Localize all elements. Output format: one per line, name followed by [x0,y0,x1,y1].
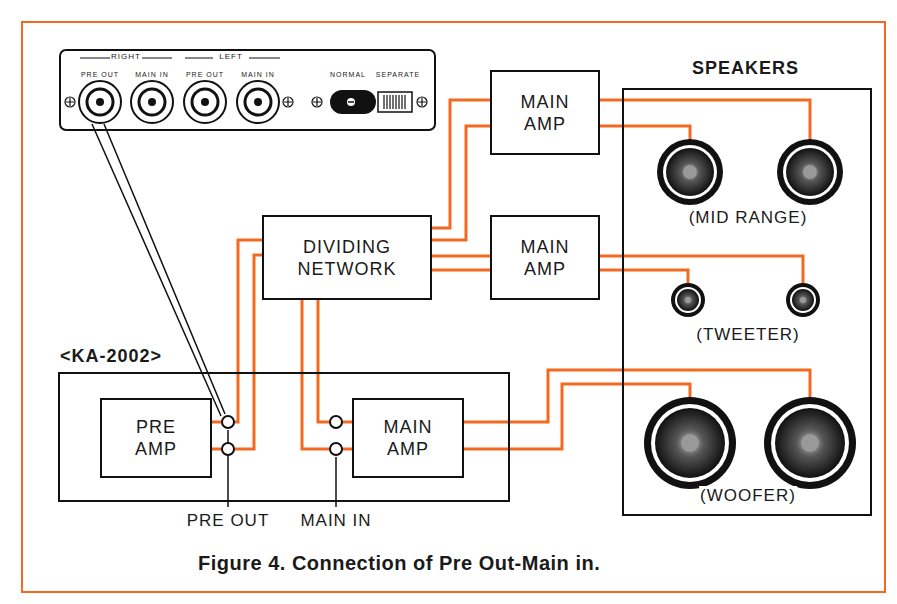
signal-wire [212,240,262,449]
figure-caption: Figure 4. Connection of Pre Out-Main in. [198,552,600,575]
panel-label: MAIN IN [240,70,275,80]
preamp-box: PRE AMP [100,398,212,478]
signal-wire [600,256,622,270]
leader-line [228,430,336,507]
wire-path [302,300,352,449]
signal-wire [432,256,490,270]
wire-path [600,269,622,272]
wire-path [212,255,262,449]
box-label: DIVIDING NETWORK [272,236,422,280]
wire-path [464,370,622,422]
signal-wire [600,100,622,126]
box-label: MAIN AMP [500,236,590,280]
speaker-label: (TWEETER) [695,325,800,345]
speaker-drivers [644,139,856,489]
terminal-label: MAIN IN [299,511,372,531]
wire-path [464,384,622,449]
wire-path [432,126,490,240]
frame [22,22,885,592]
speaker-enclosure: SPEAKERS [622,88,872,516]
speaker-label: (WOOFER) [699,486,797,506]
rear-panel [60,50,435,130]
panel-label: SEPARATE [375,70,421,80]
terminal-label: PRE OUT [186,511,271,531]
wire-path [318,300,352,422]
wire-path [600,99,622,102]
panel-label: MAIN IN [134,70,169,80]
panel-label: PRE OUT [80,70,120,80]
box-label: MAIN AMP [363,416,453,460]
panel-label: RIGHT [110,51,142,62]
amp-box: MAIN AMP [490,215,600,300]
box-label: MAIN AMP [500,91,590,135]
amp-box: MAIN AMP [352,398,464,478]
wire-path [432,269,490,272]
network-box: DIVIDING NETWORK [262,215,432,300]
signal-wire [464,370,622,449]
heading: <KA-2002> [60,346,162,367]
panel-label: NORMAL [329,70,367,80]
box-label: PRE AMP [116,416,196,460]
wire-path [600,125,622,128]
signal-wire [432,100,490,240]
chassis: <KA-2002>PRE AMPMAIN AMP [58,372,510,502]
panel-label: LEFT [218,51,244,62]
speaker-wires [622,100,810,400]
amp-box: MAIN AMP [490,70,600,155]
heading: SPEAKERS [692,58,799,79]
wire-path [432,255,490,258]
wire-path [432,100,490,228]
speaker-label: (MID RANGE) [688,208,809,228]
wire-path [600,255,622,258]
panel-label: PRE OUT [185,70,225,80]
signal-wire [302,300,352,449]
